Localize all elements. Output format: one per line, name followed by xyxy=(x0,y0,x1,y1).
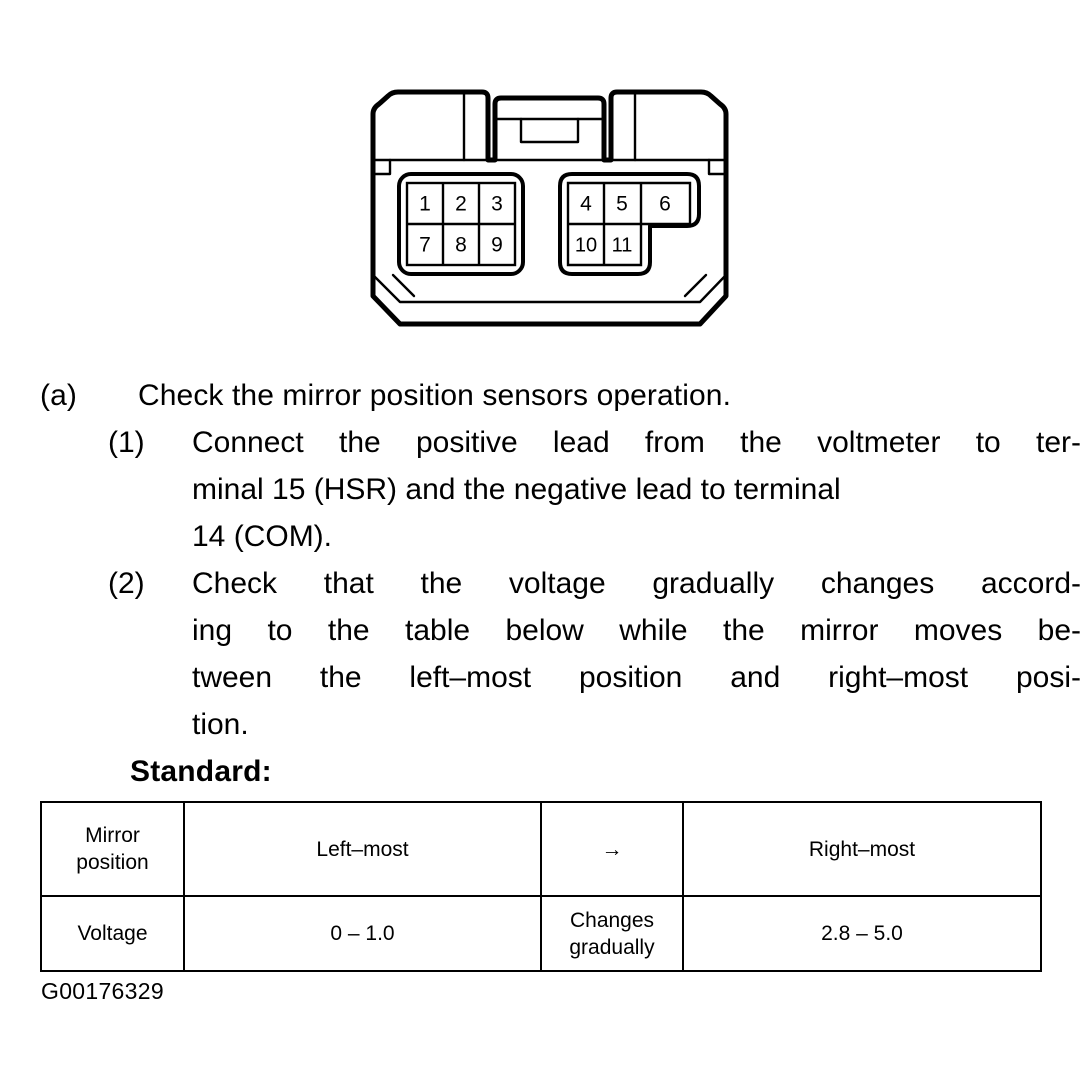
cell-voltage-left-most: 0 – 1.0 xyxy=(183,895,542,972)
step-a-text: Check the mirror position sensors operat… xyxy=(138,379,732,412)
table-header-row: Mirror position Left–most → Right–most xyxy=(40,801,1042,897)
row-label-voltage: Voltage xyxy=(40,895,185,972)
header-mirror-position-line1: Mirror xyxy=(85,824,140,847)
svg-text:9: 9 xyxy=(491,234,503,257)
substep-2-line-2: ing to the table below while the mirror … xyxy=(192,614,1081,647)
svg-text:8: 8 xyxy=(455,234,467,257)
procedure-steps: (a) Check the mirror position sensors op… xyxy=(0,372,1081,748)
svg-text:6: 6 xyxy=(659,193,671,216)
left-pin-labels: 1 2 3 7 8 9 xyxy=(419,193,503,257)
substep-2: (2) Check that the voltage gradually cha… xyxy=(108,560,1081,748)
step-a-marker: (a) xyxy=(40,379,77,412)
cell-transition-line2: gradually xyxy=(569,935,655,959)
substep-1-line-2: minal 15 (HSR) and the negative lead to … xyxy=(192,473,841,506)
svg-text:4: 4 xyxy=(580,193,592,216)
cell-voltage-transition: Changes gradually xyxy=(540,895,684,972)
right-arrow-icon: → xyxy=(540,801,684,897)
header-mirror-position-line2: position xyxy=(76,851,149,874)
table-row: Voltage 0 – 1.0 Changes gradually 2.8 – … xyxy=(40,895,1042,972)
substep-1: (1) Connect the positive lead from the v… xyxy=(108,419,1081,560)
step-a: (a) Check the mirror position sensors op… xyxy=(0,372,1081,419)
svg-text:5: 5 xyxy=(616,193,628,216)
header-left-most: Left–most xyxy=(183,801,542,897)
header-right-most: Right–most xyxy=(682,801,1042,897)
svg-text:11: 11 xyxy=(612,234,633,256)
connector-pinout-figure: 1 2 3 7 8 9 4 5 6 10 11 xyxy=(360,62,740,352)
substep-1-line-3: 14 (COM). xyxy=(192,520,333,553)
standard-table: Mirror position Left–most → Right–most V… xyxy=(40,801,1042,972)
svg-text:7: 7 xyxy=(419,234,431,257)
substep-2-marker: (2) xyxy=(108,567,145,600)
substep-2-line-3: tween the left–most position and right–m… xyxy=(192,661,1081,694)
svg-text:10: 10 xyxy=(575,234,597,256)
cell-voltage-right-most: 2.8 – 5.0 xyxy=(682,895,1042,972)
figure-reference-code: G00176329 xyxy=(41,978,164,1004)
svg-text:3: 3 xyxy=(491,193,503,216)
substep-2-line-4: tion. xyxy=(192,708,249,741)
standard-label: Standard: xyxy=(130,755,272,788)
svg-text:2: 2 xyxy=(455,193,467,216)
svg-text:1: 1 xyxy=(419,193,431,216)
substep-1-line-1: Connect the positive lead from the voltm… xyxy=(192,426,1081,459)
substep-1-marker: (1) xyxy=(108,426,145,459)
right-pin-labels: 4 5 6 10 11 xyxy=(575,193,671,257)
substep-2-line-1: Check that the voltage gradually changes… xyxy=(192,567,1081,600)
cell-transition-line1: Changes xyxy=(569,908,655,932)
header-mirror-position: Mirror position xyxy=(40,801,185,897)
